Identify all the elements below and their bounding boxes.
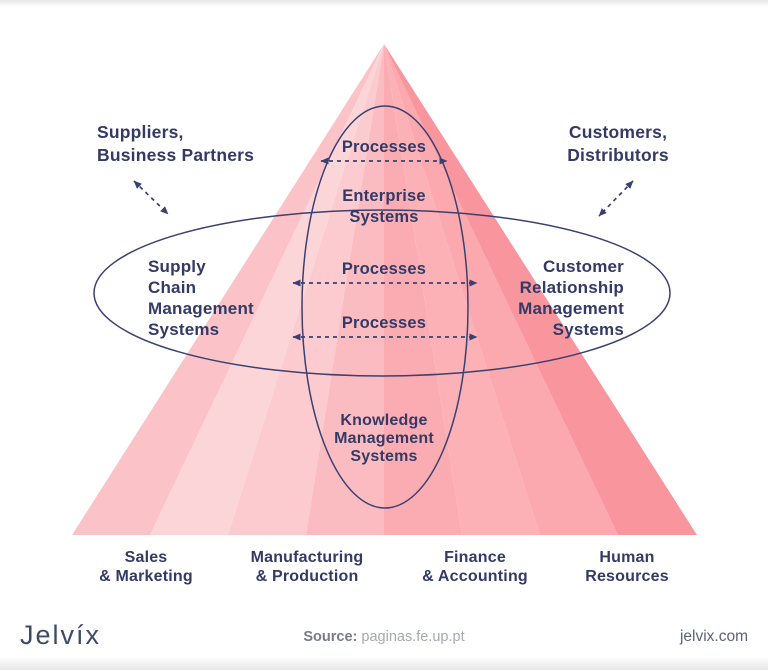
base2-line2: & Accounting (422, 568, 528, 585)
crm-line1: Customer (543, 257, 624, 276)
top-edge-shadow (0, 0, 768, 7)
pyramid-segment (228, 44, 384, 535)
kms-line3: Systems (350, 448, 418, 465)
customers-line1: Customers, (568, 122, 668, 142)
enterprise-systems-label: Enterprise Systems (304, 186, 464, 228)
base1-line2: & Production (255, 568, 359, 585)
customers-line2: Distributors (567, 145, 669, 165)
horizontal-systems-ellipse (93, 209, 671, 377)
scm-line4: Systems (148, 320, 220, 339)
pyramid-segment (384, 44, 697, 535)
scm-line2: Chain (148, 278, 197, 297)
scm-line1: Supply (148, 257, 206, 276)
suppliers-partners-label: Suppliers, Business Partners (97, 121, 254, 167)
base-label-human-resources: Human Resources (542, 548, 712, 586)
base0-line2: & Marketing (99, 568, 193, 585)
base3-line1: Human (599, 549, 655, 566)
bottom-edge-shadow (0, 657, 768, 670)
pyramid-segment (306, 44, 384, 535)
base0-line1: Sales (124, 549, 168, 566)
kms-line1: Knowledge (340, 412, 428, 429)
suppliers-line1: Suppliers, (97, 122, 184, 142)
base3-line2: Resources (585, 568, 669, 585)
jelvix-site-url: jelvix.com (679, 628, 748, 645)
process-arrows (133, 157, 634, 341)
base-label-manufacturing-production: Manufacturing & Production (222, 548, 392, 586)
scm-line3: Management (148, 299, 254, 318)
suppliers-link-arrow (133, 180, 169, 215)
pyramid-segment (72, 44, 384, 535)
base-label-finance-accounting: Finance & Accounting (390, 548, 560, 586)
enterprise-line1: Enterprise (342, 187, 426, 205)
source-value: paginas.fe.up.pt (357, 629, 465, 645)
mid-processes-label-2: Processes (341, 314, 427, 332)
suppliers-line2: Business Partners (97, 145, 255, 165)
base-label-sales-marketing: Sales & Marketing (61, 548, 231, 586)
crm-line4: Systems (552, 320, 624, 339)
pyramid (72, 44, 697, 535)
customer-relationship-management-label: Customer Relationship Management Systems (424, 256, 624, 340)
source-label: Source: (303, 629, 358, 645)
supply-chain-management-label: Supply Chain Management Systems (148, 256, 254, 340)
knowledge-management-systems-label: Knowledge Management Systems (304, 412, 464, 466)
mid-processes-label-1: Processes (341, 260, 427, 278)
source-attribution: Source: paginas.fe.up.pt (0, 629, 768, 645)
customers-distributors-label: Customers, Distributors (518, 121, 718, 167)
base2-line1: Finance (444, 549, 506, 566)
base1-line1: Manufacturing (250, 549, 364, 566)
jelvix-logo: Jelvíx (20, 620, 102, 650)
apex-processes-label: Processes (341, 138, 427, 156)
enterprise-line2: Systems (349, 208, 419, 226)
crm-line2: Relationship (519, 278, 624, 297)
vertical-systems-ellipse (301, 105, 469, 509)
kms-line2: Management (334, 430, 434, 447)
crm-line3: Management (518, 299, 624, 318)
customers-link-arrow (598, 180, 634, 217)
